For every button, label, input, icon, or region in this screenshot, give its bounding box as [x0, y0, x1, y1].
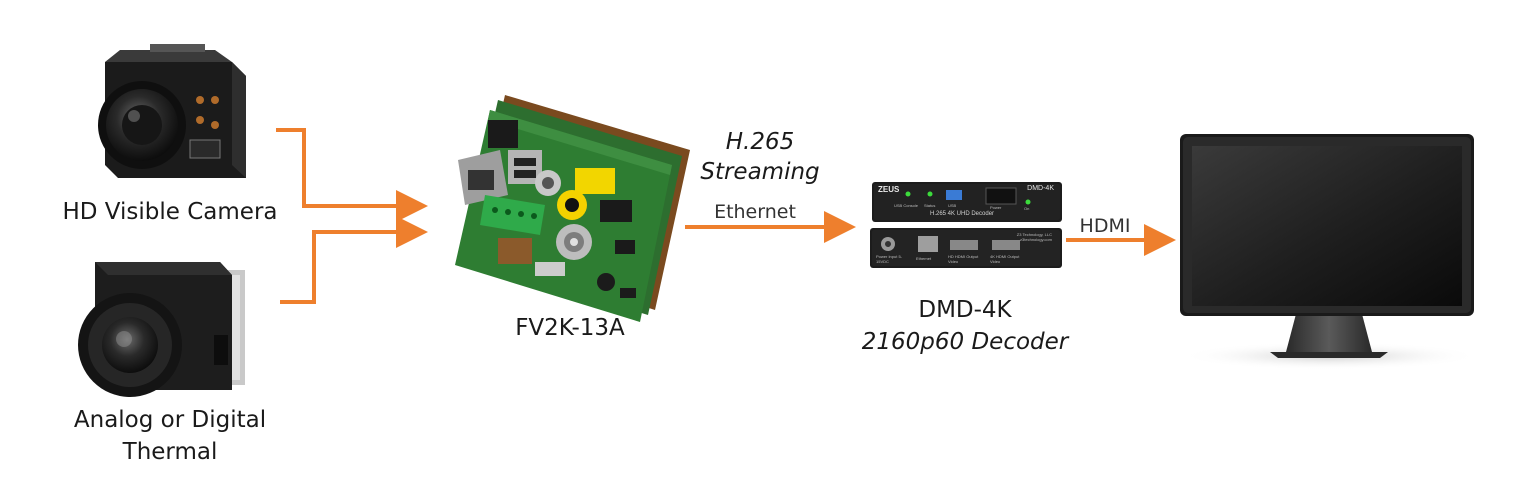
- visible-camera-arrow: [276, 128, 428, 222]
- decoder-front-title: H.265 4K UHD Decoder: [930, 211, 995, 217]
- monitor-image: [1180, 134, 1480, 370]
- thermal-camera-image: [78, 262, 245, 397]
- thermal-camera-label-line1: Analog or Digital: [73, 407, 267, 433]
- fv2k-13a-board-image: [455, 95, 690, 322]
- decoder-front-panel-text: ZEUS DMD-4K H.265 4K UHD Decoder USB Con…: [874, 184, 1060, 220]
- decoder-port-on: On: [1024, 206, 1030, 211]
- thermal-camera-label-line2: Thermal: [122, 439, 218, 465]
- hd-visible-camera-image: [98, 44, 246, 178]
- decoder-port-usb: USB: [948, 203, 957, 208]
- decoder-port-4k-hdmi: 4K HDMI Output Video: [990, 254, 1020, 264]
- decoder-port-status: Status: [924, 203, 936, 208]
- camera-to-encoder-arrows: [276, 128, 428, 304]
- decoder-port-ethernet: Ethernet: [916, 256, 932, 261]
- stream-codec-label: H.265: [725, 129, 795, 155]
- decoder-rear-panel-text: Z3 Technology, LLC z3technology.com Powe…: [872, 230, 1060, 266]
- hdmi-label: HDMI: [1079, 215, 1131, 237]
- decoder-port-power: Power: [990, 205, 1002, 210]
- decoder-port-hd-hdmi: HD HDMI Output Video: [948, 254, 979, 264]
- decoder-front-model: DMD-4K: [1027, 185, 1054, 192]
- decoder-brand-logo: ZEUS: [878, 185, 900, 194]
- ethernet-label: Ethernet: [714, 201, 796, 223]
- decoder-website: z3technology.com: [1020, 237, 1052, 242]
- decoder-label: DMD-4K: [918, 297, 1012, 323]
- encoder-label: FV2K-13A: [515, 315, 625, 341]
- decoder-sublabel: 2160p60 Decoder: [861, 329, 1069, 355]
- decoder-port-power-input: Power Input 5-15VDC: [876, 254, 903, 264]
- decoder-port-usb-console: USB Console: [894, 203, 919, 208]
- thermal-camera-arrow: [280, 216, 428, 304]
- stream-mode-label: Streaming: [700, 159, 820, 185]
- decoder-company: Z3 Technology, LLC: [1016, 232, 1052, 237]
- dmd-4k-decoder-image: [870, 182, 1062, 268]
- hd-visible-camera-label: HD Visible Camera: [62, 199, 278, 225]
